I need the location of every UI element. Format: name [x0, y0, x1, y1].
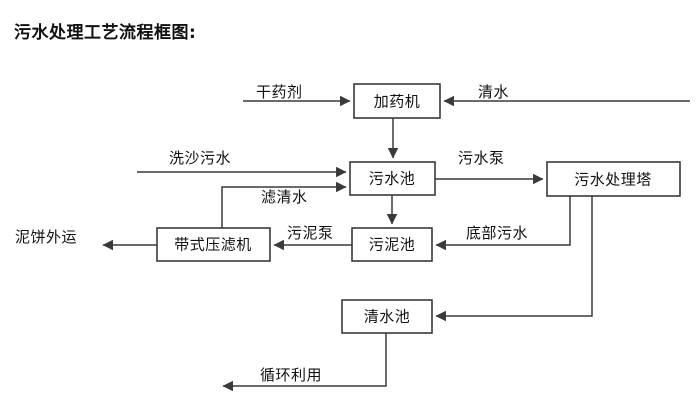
node-box — [341, 299, 433, 334]
edge-tower-to-clean-water-pool — [435, 196, 593, 322]
node-label: 污水池 — [369, 170, 416, 188]
node-dosing-machine[interactable]: 加药机 — [353, 83, 441, 119]
node-box — [353, 83, 441, 119]
edge-clean-water-pool-to-recycle — [222, 333, 387, 392]
edge-label-bottom-sewage: 底部污水 — [466, 224, 528, 242]
node-label: 带式压滤机 — [174, 236, 252, 254]
node-box — [349, 161, 436, 196]
edge-label-clean-water: 清水 — [478, 83, 509, 101]
edge-label-recycle-use: 循环利用 — [260, 366, 322, 384]
node-treatment-tower[interactable]: 污水处理塔 — [546, 161, 681, 197]
edge-label-dry-reagent: 干药剂 — [256, 83, 303, 101]
node-box — [156, 227, 271, 262]
node-belt-filter[interactable]: 带式压滤机 — [156, 227, 271, 262]
node-label: 污泥池 — [369, 236, 416, 254]
edge-label-sand-wash-sewage: 洗沙污水 — [169, 149, 231, 167]
node-sewage-pool[interactable]: 污水池 — [349, 161, 436, 196]
node-box — [546, 161, 681, 197]
edge-label-filtrate-water: 滤清水 — [261, 188, 308, 206]
edge-label-sludge-pump: 污泥泵 — [287, 224, 334, 242]
edge-label-sewage-pump: 污水泵 — [458, 149, 505, 167]
edge-filtrate-to-sewage-pool — [221, 181, 347, 228]
node-clean-water-pool[interactable]: 清水池 — [341, 299, 433, 334]
page-title: 污水处理工艺流程框图: — [14, 23, 197, 43]
node-label: 污水处理塔 — [574, 171, 652, 189]
node-label: 清水池 — [364, 308, 411, 326]
edge-tower-to-sludge-pool — [435, 196, 571, 251]
node-box — [351, 227, 433, 262]
node-label: 加药机 — [374, 93, 421, 111]
node-sludge-pool[interactable]: 污泥池 — [351, 227, 433, 262]
edge-label-mud-cake-out: 泥饼外运 — [15, 228, 77, 246]
